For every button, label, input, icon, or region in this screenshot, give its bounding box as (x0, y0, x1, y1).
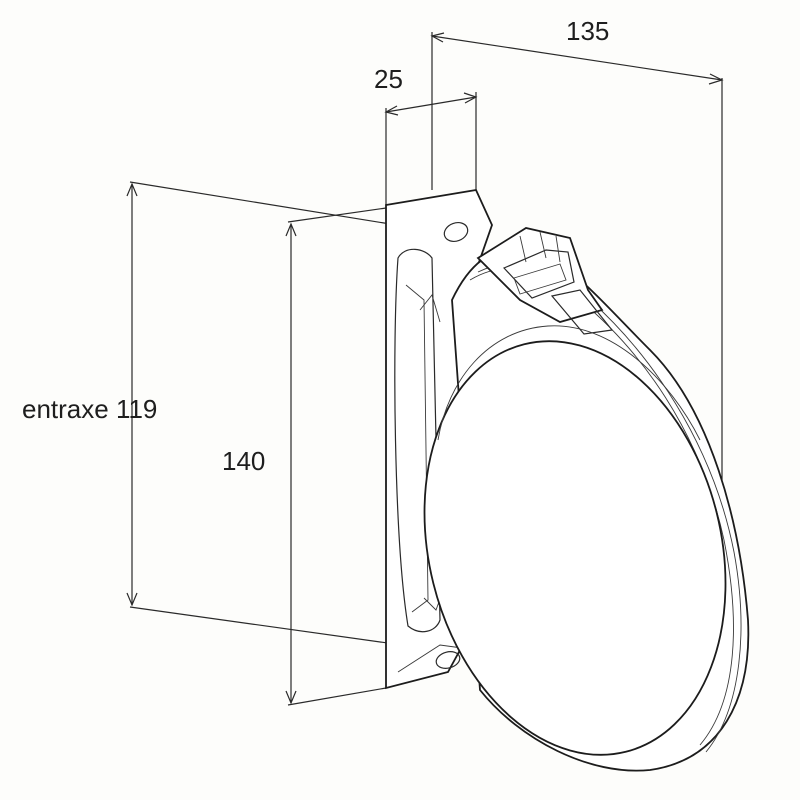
arrow-135-right (708, 73, 724, 85)
bottom-screw-hole (435, 651, 461, 669)
extension-line-140-bottom (287, 687, 387, 706)
arrow-140-bottom (285, 690, 297, 705)
arrow-25-left (384, 105, 399, 116)
strap-winder-box-icon (385, 188, 750, 772)
arrow-25-right (463, 92, 478, 104)
front-cover-highlight (437, 325, 701, 441)
dimension-entraxe-119: entraxe 119 (22, 181, 453, 653)
strap-tab (550, 289, 614, 335)
strap-exit-housing (476, 227, 604, 323)
strap-slot (502, 249, 575, 299)
dimension-135: 135 (430, 16, 724, 480)
plate-recess-inner (405, 284, 429, 613)
plate-recess (394, 248, 441, 633)
front-cover (423, 340, 727, 756)
plate-clip-top (419, 294, 441, 323)
label-25: 25 (374, 64, 403, 94)
dimension-line-135 (431, 35, 723, 81)
label-entraxe-119: entraxe 119 (22, 394, 157, 424)
arrow-119-bottom (126, 592, 138, 607)
strap-guide (513, 263, 567, 295)
dimension-25: 25 (374, 64, 478, 205)
arrow-119-top (126, 182, 138, 197)
strap-housing-ribs (519, 231, 561, 263)
plate-bottom-edge (397, 644, 463, 673)
arrow-135-left (430, 32, 445, 43)
label-135: 135 (566, 16, 609, 46)
dimension-line-25 (385, 96, 477, 113)
arrow-140-top (285, 222, 297, 237)
dimension-140: 140 (222, 207, 387, 706)
top-screw-hole (443, 221, 469, 243)
label-140: 140 (222, 446, 265, 476)
